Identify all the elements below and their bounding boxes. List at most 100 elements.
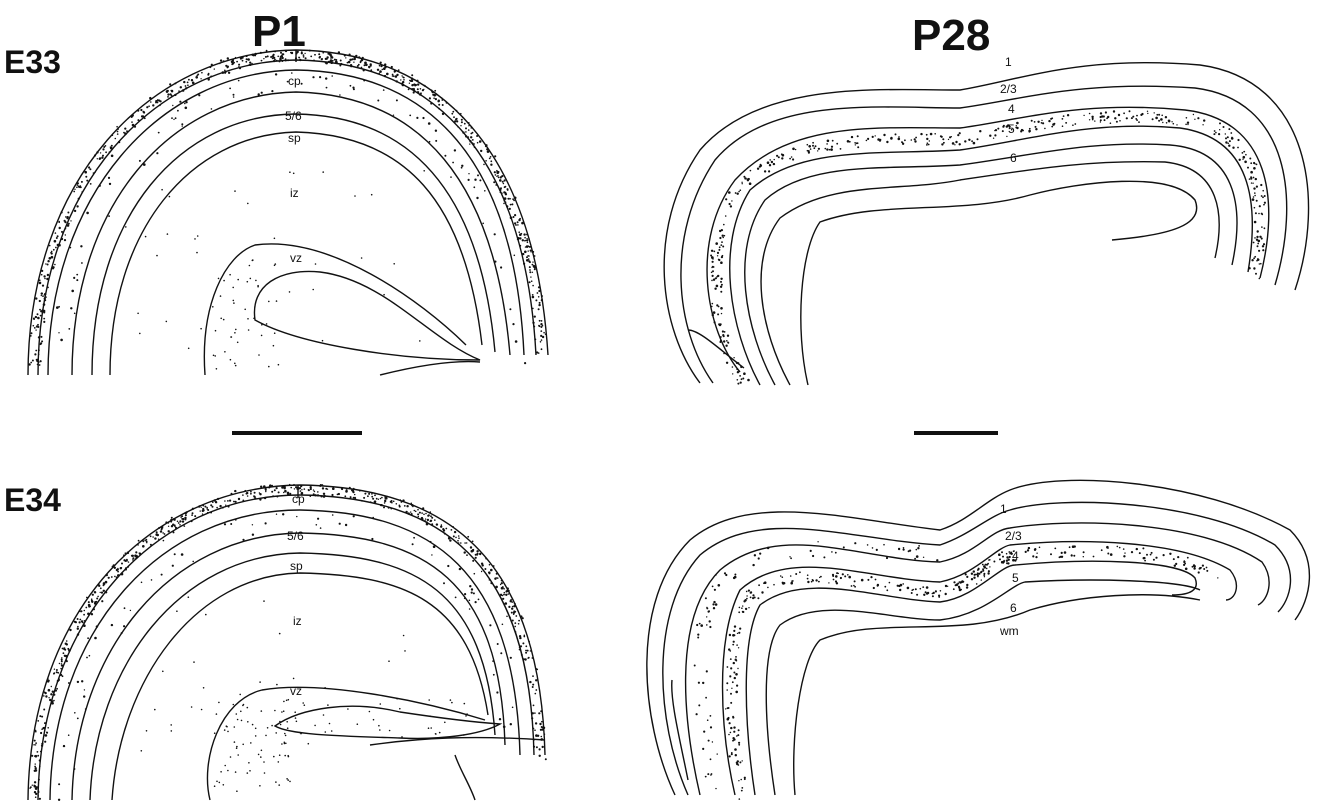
- labeled-cell-dot: [712, 741, 713, 742]
- labeled-cell-dot: [1254, 195, 1256, 197]
- labeled-cell-dot: [1050, 118, 1052, 120]
- labeled-cell-dot: [1206, 570, 1208, 572]
- labeled-cell-dot: [61, 657, 63, 659]
- labeled-cell-dot: [249, 265, 251, 267]
- labeled-cell-dot: [1193, 567, 1195, 569]
- labeled-cell-dot: [954, 144, 955, 145]
- labeled-cell-dot: [444, 155, 446, 157]
- labeled-cell-dot: [818, 581, 820, 583]
- labeled-cell-dot: [409, 80, 410, 81]
- labeled-cell-dot: [828, 582, 829, 583]
- labeled-cell-dot: [716, 285, 719, 288]
- labeled-cell-dot: [532, 264, 534, 266]
- labeled-cell-dot: [172, 565, 174, 567]
- labeled-cell-dot: [357, 723, 359, 725]
- labeled-cell-dot: [898, 136, 900, 138]
- labeled-cell-dot: [1147, 113, 1148, 114]
- labeled-cell-dot: [263, 58, 264, 59]
- labeled-cell-dot: [510, 204, 512, 206]
- labeled-cell-dot: [304, 704, 306, 706]
- labeled-cell-dot: [224, 765, 226, 767]
- labeled-cell-dot: [895, 133, 897, 135]
- labeled-cell-dot: [542, 325, 544, 327]
- labeled-cell-dot: [1168, 120, 1170, 122]
- labeled-cell-dot: [917, 547, 919, 549]
- labeled-cell-dot: [41, 336, 43, 338]
- labeled-cell-dot: [518, 623, 520, 625]
- labeled-cell-dot: [261, 60, 263, 62]
- labeled-cell-dot: [735, 659, 737, 661]
- labeled-cell-dot: [408, 89, 410, 91]
- labeled-cell-dot: [35, 755, 38, 758]
- labeled-cell-dot: [739, 607, 741, 609]
- labeled-cell-dot: [1034, 121, 1036, 123]
- labeled-cell-dot: [373, 719, 375, 721]
- labeled-cell-dot: [966, 584, 968, 586]
- labeled-cell-dot: [1035, 126, 1037, 128]
- labeled-cell-dot: [739, 628, 741, 630]
- labeled-cell-dot: [1067, 114, 1069, 116]
- labeled-cell-dot: [285, 735, 287, 737]
- labeled-cell-dot: [286, 721, 288, 723]
- labeled-cell-dot: [233, 96, 235, 98]
- labeled-cell-dot: [706, 616, 707, 617]
- labeled-cell-dot: [725, 708, 726, 709]
- labeled-cell-dot: [453, 116, 455, 118]
- labeled-cell-dot: [278, 491, 280, 493]
- labeled-cell-dot: [61, 231, 63, 233]
- labeled-cell-dot: [733, 630, 735, 632]
- labeled-cell-dot: [789, 158, 791, 160]
- labeled-cell-dot: [155, 102, 157, 104]
- labeled-cell-dot: [241, 720, 243, 722]
- labeled-cell-dot: [1253, 257, 1255, 259]
- labeled-cell-dot: [246, 58, 248, 60]
- labeled-cell-dot: [284, 743, 286, 745]
- labeled-cell-dot: [233, 94, 235, 96]
- labeled-cell-dot: [289, 781, 291, 783]
- labeled-cell-dot: [525, 645, 527, 647]
- labeled-cell-dot: [273, 345, 275, 347]
- labeled-cell-dot: [267, 55, 269, 57]
- labeled-cell-dot: [35, 769, 38, 772]
- labeled-cell-dot: [1175, 563, 1177, 565]
- labeled-cell-dot: [371, 194, 373, 196]
- labeled-cell-dot: [730, 693, 732, 695]
- labeled-cell-dot: [854, 542, 856, 544]
- labeled-cell-dot: [953, 581, 955, 583]
- labeled-cell-dot: [734, 576, 737, 579]
- labeled-cell-dot: [276, 496, 278, 498]
- labeled-cell-dot: [471, 592, 473, 594]
- labeled-cell-dot: [767, 587, 769, 589]
- labeled-cell-dot: [489, 564, 491, 566]
- labeled-cell-dot: [111, 155, 114, 158]
- labeled-cell-dot: [222, 507, 224, 509]
- labeled-cell-dot: [526, 259, 529, 262]
- labeled-cell-dot: [714, 589, 716, 591]
- labeled-cell-dot: [540, 341, 542, 343]
- labeled-cell-dot: [544, 734, 545, 735]
- labeled-cell-dot: [1131, 551, 1133, 553]
- labeled-cell-dot: [741, 787, 743, 789]
- labeled-cell-dot: [279, 754, 281, 756]
- labeled-cell-dot: [1051, 126, 1053, 128]
- labeled-cell-dot: [55, 232, 57, 234]
- labeled-cell-dot: [468, 122, 470, 124]
- labeled-cell-dot: [422, 117, 424, 119]
- labeled-cell-dot: [223, 319, 225, 321]
- labeled-cell-dot: [493, 674, 495, 676]
- labeled-cell-dot: [339, 94, 341, 96]
- labeled-cell-dot: [196, 75, 198, 77]
- labeled-cell-dot: [235, 365, 237, 367]
- labeled-cell-dot: [742, 760, 743, 761]
- labeled-cell-dot: [64, 239, 66, 241]
- labeled-cell-dot: [298, 488, 300, 490]
- labeled-cell-dot: [480, 150, 482, 152]
- labeled-cell-dot: [261, 324, 263, 326]
- labeled-cell-dot: [1131, 117, 1133, 119]
- labeled-cell-dot: [740, 779, 742, 781]
- labeled-cell-dot: [472, 139, 474, 141]
- labeled-cell-dot: [455, 597, 457, 599]
- labeled-cell-dot: [534, 712, 536, 714]
- labeled-cell-dot: [52, 691, 54, 693]
- labeled-cell-dot: [831, 146, 833, 148]
